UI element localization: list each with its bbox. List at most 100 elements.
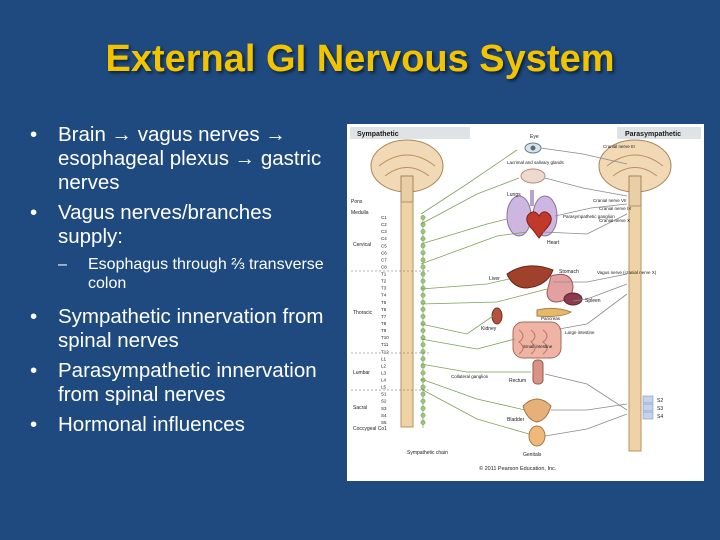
chain-ganglion [420,215,426,220]
spleen-label: Spleen [585,298,601,304]
para-sacral-segments: S2 S3 S4 [642,395,663,420]
segment-label: T3 [381,286,387,291]
cranial-nerve-9-label: Cranial nerve IX [599,206,631,211]
chain-ganglion [420,278,426,284]
sympathetic-header-bar [350,127,470,139]
sympathetic-label: Sympathetic [357,131,399,138]
segment-label: T7 [381,314,387,319]
parasympathetic-label: Parasympathetic [625,131,681,138]
heart-icon [526,211,552,239]
autonomic-diagram: Sympathetic Parasympathetic C1C2C3C4C5C6… [350,127,701,472]
lumbar-label: Lumbar [353,370,370,376]
bullet-marker: • [30,123,38,146]
segment-label: T8 [381,321,387,326]
chain-ganglion [420,391,426,397]
bullet-text: Sympathetic innervation from spinal nerv… [58,305,324,352]
chain-ganglion [420,250,426,256]
parasympathetic-spinal-cord [628,205,642,452]
liver-icon [506,265,554,289]
bullet-marker: • [30,413,38,436]
cranial-nerve-7-label: Cranial nerve VII [593,198,627,203]
pancreas-label: Pancreas [541,316,561,321]
rectum-label: Rectum [509,378,526,384]
bullet-item: •Brain → vagus nerves → esophageal plexu… [30,123,335,195]
small-intestine-label: Small intestine [523,344,553,349]
bullet-text: Parasympathetic innervation from spinal … [58,359,317,406]
collateral-ganglion-label: Collateral ganglion [451,374,489,379]
chain-ganglion [420,420,426,425]
chain-ganglion [420,264,426,270]
segment-label: T11 [381,342,389,347]
segment-label: S2 [381,399,387,404]
lacrimal-label: Lacrimal and salivary glands [507,160,565,165]
right-brain-icon [598,139,672,207]
pons-label: Pons [351,199,363,205]
thoracic-label: Thoracic [353,310,373,316]
eye-label: Eye [530,134,539,140]
sacral-label: Sacral [353,405,367,411]
chain-ganglion [420,356,426,362]
chain-ganglion [420,328,426,333]
heart-label: Heart [547,240,560,246]
bullet-marker: • [30,305,38,328]
stomach-label: Stomach [559,269,579,275]
chain-ganglion [420,292,426,298]
bullet-item: •Vagus nerves/branches supply: [30,201,335,249]
segment-label: T9 [381,328,387,333]
chain-ganglion [420,271,426,277]
parasympathetic-header-bar [617,127,701,139]
left-brain-icon [370,139,444,203]
salivary-gland-icon [520,168,546,184]
slide-title: External GI Nervous System [105,38,615,80]
segment-label: L1 [381,356,387,361]
large-intestine-label: Large intestine [565,330,595,335]
segment-label: C6 [381,250,387,255]
parasympathetic-nerve-lines [540,147,628,437]
sympathetic-nerve-lines [420,149,548,435]
sympathetic-chain-label: Sympathetic chain [407,450,448,456]
sub-bullet-text: Esophagus through ⅔ transverse colon [88,256,324,292]
intestines-icon [512,321,562,359]
chain-ganglion [420,299,426,305]
chain-ganglion [420,229,426,235]
segment-label: C7 [381,257,387,262]
chain-ganglion [420,398,426,404]
bullet-item: • Parasympathetic innervation from spinal… [30,359,335,407]
bullet-list: •Brain → vagus nerves → esophageal plexu… [30,123,335,443]
chain-ganglion [420,412,426,418]
cranial-nerve-3-label: Cranial nerve III [603,144,635,149]
chain-ganglion [420,342,426,348]
liver-label: Liver [489,276,500,282]
chain-ganglion [420,285,426,291]
bullet-item: • Hormonal influences [30,413,335,437]
chain-ganglion [420,314,426,319]
segment-label: T6 [381,307,387,312]
chain-ganglion [420,384,426,390]
segment-label: T1 [381,272,387,277]
segment-label: S3 [381,406,387,411]
segment-label: T10 [381,335,389,340]
sacral-s4-label: S4 [657,414,663,420]
chain-ganglion [420,236,426,242]
lungs-label: Lungs [507,192,521,198]
segment-label: L2 [381,363,387,368]
segment-label: T2 [381,279,387,284]
medulla-label: Medulla [351,210,369,216]
kidney-label: Kidney [481,326,497,332]
sacral-s3-label: S3 [657,406,663,412]
bullet-marker: • [30,359,38,382]
vagus-nerve-label: Vagus nerve (cranial nerve X) [597,270,657,275]
spleen-icon [563,292,583,306]
sub-bullet-marker: – [58,256,67,273]
region-dividers [351,270,431,391]
bullet-text: Hormonal influences [58,413,245,436]
cranial-nerve-10-label: Cranial nerve X [599,218,630,223]
copyright-text: © 2011 Pearson Education, Inc. [479,465,557,472]
chain-ganglion [420,335,426,341]
segment-label: L4 [381,378,387,383]
parasympathetic-ganglion-label: Parasympathetic ganglion [563,214,615,219]
segment-label: C8 [381,264,387,269]
segment-label: T5 [381,300,387,305]
sub-bullet-item: – Esophagus through ⅔ transverse colon [58,255,335,293]
